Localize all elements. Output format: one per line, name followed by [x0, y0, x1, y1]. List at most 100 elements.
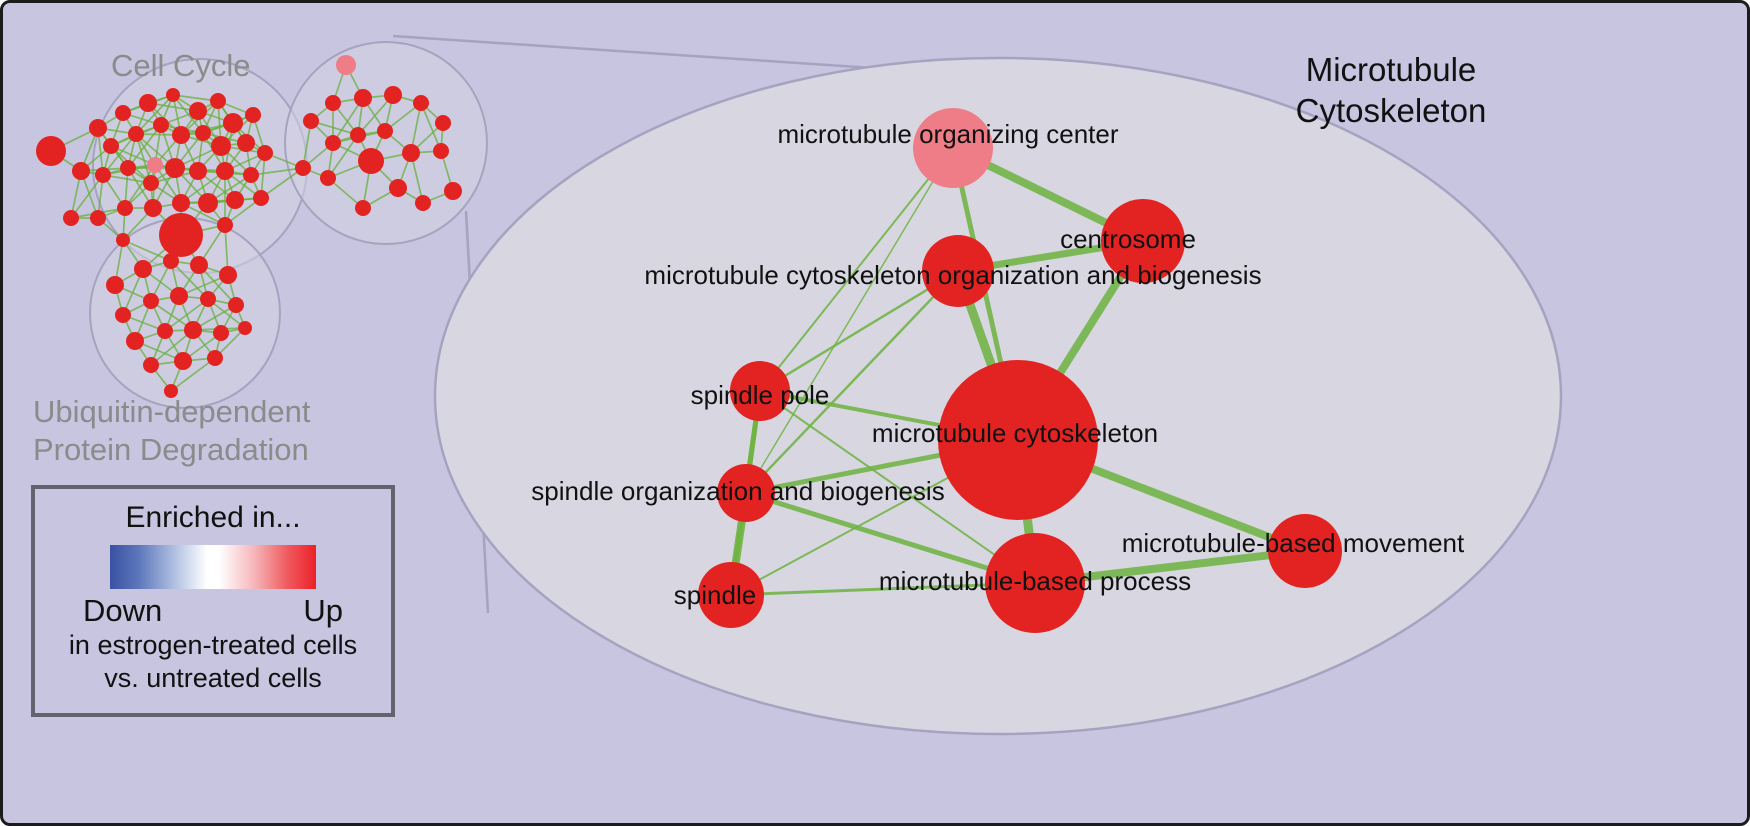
detail-node-cen[interactable] [1101, 199, 1185, 283]
overview-node[interactable] [358, 148, 384, 174]
overview-node[interactable] [103, 138, 119, 154]
overview-node[interactable] [143, 293, 159, 309]
overview-edge [170, 357, 216, 392]
overview-node[interactable] [189, 102, 207, 120]
overview-edge [180, 170, 226, 204]
overview-node[interactable] [198, 193, 218, 213]
overview-node[interactable] [153, 117, 169, 133]
overview-node[interactable] [325, 95, 341, 111]
overview-node[interactable] [174, 352, 192, 370]
overview-node[interactable] [243, 167, 259, 183]
overview-node[interactable] [128, 126, 144, 142]
legend-subtitle-line2: vs. untreated cells [104, 663, 322, 693]
overview-node[interactable] [433, 143, 449, 159]
overview-node[interactable] [402, 144, 420, 162]
overview-node[interactable] [72, 162, 90, 180]
detail-edge-mcob-sp [758, 269, 960, 393]
overview-node[interactable] [157, 323, 173, 339]
overview-node[interactable] [120, 160, 136, 176]
overview-node[interactable] [253, 190, 269, 206]
overview-node[interactable] [355, 200, 371, 216]
overview-node[interactable] [389, 179, 407, 197]
overview-node[interactable] [217, 217, 233, 233]
overview-node[interactable] [139, 94, 157, 112]
overview-node[interactable] [257, 145, 273, 161]
detail-node-label-cen: centrosome [1060, 224, 1196, 254]
overview-node[interactable] [200, 291, 216, 307]
overview-node[interactable] [63, 210, 79, 226]
overview-node[interactable] [115, 105, 131, 121]
overview-node[interactable] [207, 350, 223, 366]
overview-node[interactable] [126, 332, 144, 350]
overview-node[interactable] [377, 123, 393, 139]
overview-node[interactable] [415, 195, 431, 211]
overview-edge [327, 134, 359, 179]
overview-node[interactable] [237, 134, 255, 152]
overview-node[interactable] [211, 136, 231, 156]
cluster-label-ubiquitin-line1: Ubiquitin-dependent [33, 394, 311, 429]
overview-node[interactable] [336, 55, 356, 75]
overview-node[interactable] [165, 158, 185, 178]
overview-node[interactable] [245, 107, 261, 123]
overview-node[interactable] [172, 194, 190, 212]
overview-edge [164, 298, 209, 332]
overview-node[interactable] [384, 86, 402, 104]
overview-node[interactable] [89, 119, 107, 137]
overview-node[interactable] [172, 126, 190, 144]
detail-node-mcob[interactable] [922, 235, 994, 307]
overview-node[interactable] [143, 357, 159, 373]
overview-node[interactable] [115, 307, 131, 323]
overview-node[interactable] [228, 297, 244, 313]
overview-node[interactable] [117, 200, 133, 216]
overview-node[interactable] [238, 321, 252, 335]
overview-node[interactable] [134, 260, 152, 278]
overview-node[interactable] [325, 135, 341, 151]
overview-node[interactable] [189, 162, 207, 180]
overview-node[interactable] [90, 210, 106, 226]
overview-node[interactable] [413, 95, 429, 111]
detail-cluster-title-line2: Cytoskeleton [1295, 92, 1487, 129]
overview-node[interactable] [95, 167, 111, 183]
overview-node[interactable] [303, 113, 319, 129]
overview-node[interactable] [166, 88, 180, 102]
overview-node[interactable] [216, 162, 234, 180]
overview-node[interactable] [223, 113, 243, 133]
overview-node[interactable] [147, 157, 163, 173]
network-svg: microtubule organizing centercentrosomem… [36, 34, 1563, 736]
detail-node-sp[interactable] [730, 361, 790, 421]
overview-node[interactable] [106, 276, 124, 294]
detail-node-mbm[interactable] [1268, 514, 1342, 588]
cluster-label-ubiquitin: Ubiquitin-dependent Protein Degradation [33, 393, 311, 469]
detail-node-moc[interactable] [913, 108, 993, 188]
overview-node[interactable] [159, 213, 203, 257]
overview-node[interactable] [226, 191, 244, 209]
overview-edge [310, 120, 359, 136]
overview-node[interactable] [144, 199, 162, 217]
overview-node[interactable] [36, 136, 66, 166]
detail-edge-moc-sp [759, 147, 954, 392]
detail-node-label-moc: microtubule organizing center [777, 119, 1118, 149]
overview-node[interactable] [219, 266, 237, 284]
overview-node[interactable] [210, 93, 226, 109]
overview-node[interactable] [354, 89, 372, 107]
overview-node[interactable] [195, 125, 211, 141]
detail-node-spindle[interactable] [698, 562, 764, 628]
detail-node-mc[interactable] [938, 360, 1098, 520]
overview-node[interactable] [213, 325, 229, 341]
cluster-label-ubiquitin-line2: Protein Degradation [33, 432, 309, 467]
detail-node-sob[interactable] [717, 464, 775, 522]
overview-node[interactable] [163, 253, 179, 269]
detail-node-mbp[interactable] [985, 533, 1085, 633]
overview-node[interactable] [143, 175, 159, 191]
overview-node[interactable] [444, 182, 462, 200]
overview-node[interactable] [435, 115, 451, 131]
overview-node[interactable] [350, 127, 366, 143]
overview-node[interactable] [295, 160, 311, 176]
overview-edge [198, 264, 237, 306]
overview-node[interactable] [116, 233, 130, 247]
overview-node[interactable] [164, 384, 178, 398]
overview-node[interactable] [184, 321, 202, 339]
overview-node[interactable] [190, 256, 208, 274]
overview-node[interactable] [170, 287, 188, 305]
overview-node[interactable] [320, 170, 336, 186]
